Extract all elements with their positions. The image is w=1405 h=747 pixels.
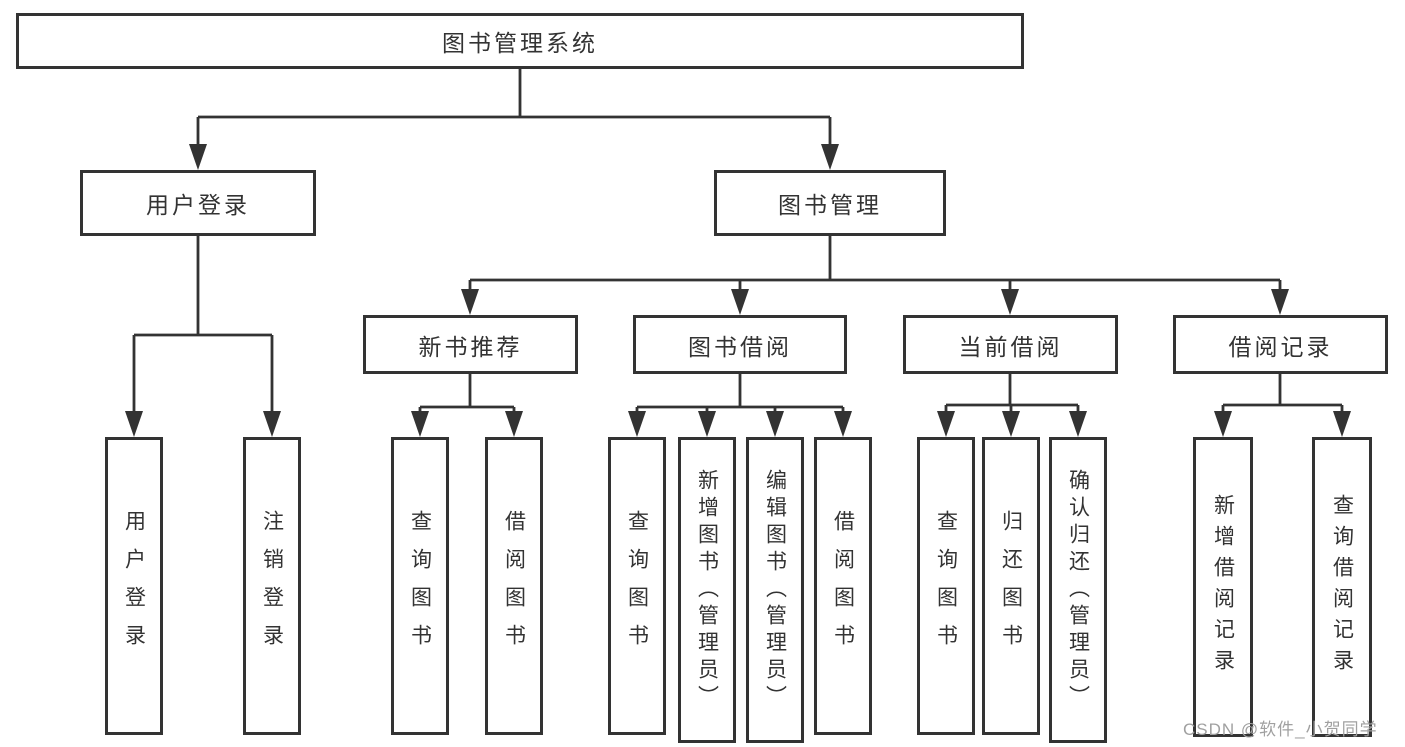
leaf-return-books-label: 归还图书	[999, 510, 1023, 662]
leaf-query-books-borrow: 查询图书	[608, 437, 666, 735]
arrowheads-borrow-records	[1214, 411, 1351, 437]
leaf-user-login: 用户登录	[105, 437, 163, 735]
node-book-management: 图书管理	[714, 170, 946, 236]
arrowheads-root	[189, 144, 839, 170]
arrowheads-book-borrow	[628, 411, 852, 437]
leaf-query-books-recommend-label: 查询图书	[408, 510, 432, 662]
node-borrow-records-label: 借阅记录	[1228, 333, 1333, 360]
leaf-query-books-borrow-label: 查询图书	[625, 510, 649, 662]
leaf-confirm-return-admin-label: 确认归还（管理员）	[1066, 468, 1090, 712]
leaf-logout-label: 注销登录	[260, 510, 284, 662]
arrowheads-user-login	[125, 411, 281, 437]
node-new-book-recommend-label: 新书推荐	[418, 333, 523, 360]
leaf-edit-book-admin: 编辑图书（管理员）	[746, 437, 804, 743]
node-book-management-label: 图书管理	[778, 192, 882, 218]
leaf-add-book-admin-label: 新增图书（管理员）	[695, 468, 719, 712]
node-current-borrow-label: 当前借阅	[958, 333, 1063, 360]
node-book-borrow: 图书借阅	[633, 315, 847, 374]
connector-user-login	[132, 236, 274, 414]
connector-book-borrow	[635, 374, 845, 414]
node-library-management-system: 图书管理系统	[16, 13, 1024, 69]
connector-book-management	[468, 236, 1282, 292]
node-library-management-system-label: 图书管理系统	[442, 30, 598, 56]
leaf-logout: 注销登录	[243, 437, 301, 735]
leaf-borrow-books-borrow: 借阅图书	[814, 437, 872, 735]
node-current-borrow: 当前借阅	[903, 315, 1118, 374]
leaf-user-login-label: 用户登录	[122, 510, 146, 662]
leaf-query-borrow-record-label: 查询借阅记录	[1330, 494, 1354, 680]
connector-current-borrow	[944, 374, 1080, 414]
arrowheads-new-book-recommend	[411, 411, 523, 437]
arrowheads-book-management	[461, 289, 1289, 315]
leaf-borrow-books-borrow-label: 借阅图书	[831, 510, 855, 662]
connector-root	[196, 68, 832, 146]
leaf-add-book-admin: 新增图书（管理员）	[678, 437, 736, 743]
leaf-query-books-current-label: 查询图书	[934, 510, 958, 662]
leaf-edit-book-admin-label: 编辑图书（管理员）	[763, 468, 787, 712]
node-borrow-records: 借阅记录	[1173, 315, 1388, 374]
leaf-add-borrow-record-label: 新增借阅记录	[1211, 494, 1235, 680]
csdn-watermark: CSDN @软件_小贺同学	[1183, 720, 1378, 739]
node-user-login-label: 用户登录	[146, 192, 250, 218]
leaf-query-borrow-record: 查询借阅记录	[1312, 437, 1372, 737]
leaf-return-books: 归还图书	[982, 437, 1040, 735]
arrowheads-current-borrow	[937, 411, 1087, 437]
node-book-borrow-label: 图书借阅	[688, 333, 792, 360]
connector-borrow-records	[1221, 374, 1344, 414]
connector-new-book-recommend	[418, 374, 516, 414]
leaf-borrow-books-recommend: 借阅图书	[485, 437, 543, 735]
leaf-add-borrow-record: 新增借阅记录	[1193, 437, 1253, 737]
leaf-query-books-recommend: 查询图书	[391, 437, 449, 735]
node-new-book-recommend: 新书推荐	[363, 315, 578, 374]
leaf-query-books-current: 查询图书	[917, 437, 975, 735]
leaf-confirm-return-admin: 确认归还（管理员）	[1049, 437, 1107, 743]
leaf-borrow-books-recommend-label: 借阅图书	[502, 510, 526, 662]
node-user-login: 用户登录	[80, 170, 316, 236]
